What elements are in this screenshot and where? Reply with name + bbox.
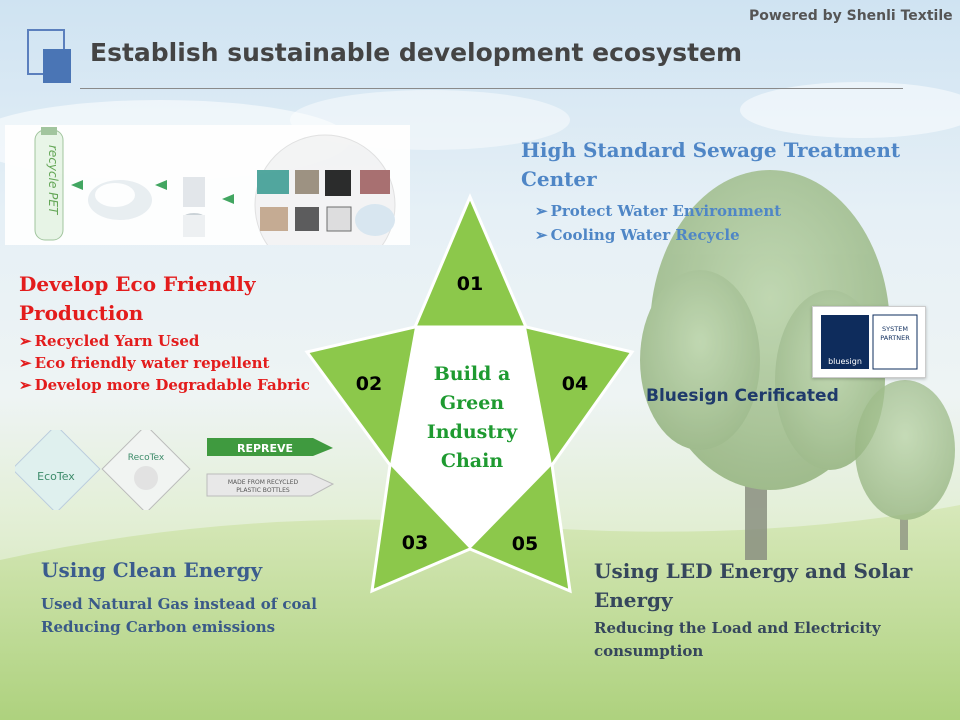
bottle2-line2: PLASTIC BOTTLES bbox=[236, 487, 290, 494]
tree-small bbox=[855, 380, 955, 550]
sewage-list: Protect Water Environment Cooling Water … bbox=[535, 199, 921, 247]
center-line-1: Build a bbox=[433, 363, 511, 385]
page-title: Establish sustainable development ecosys… bbox=[90, 38, 743, 67]
led-text: Reducing the Load and Electricity consum… bbox=[594, 617, 924, 663]
led-line1: Reducing the Load and Electricity bbox=[594, 619, 881, 637]
eco-heading-line2: Production bbox=[19, 301, 144, 325]
badge-line2: PARTNER bbox=[880, 334, 910, 342]
clean-energy-line1: Used Natural Gas instead of coal bbox=[41, 595, 317, 613]
center-line-4: Chain bbox=[440, 450, 504, 472]
led-heading-line1: Using LED Energy and Solar bbox=[594, 559, 913, 583]
recycle-process-image: recycle PET bbox=[5, 125, 410, 276]
ecotex-tag-text: EcoTex bbox=[37, 470, 75, 483]
title-decoration-fill bbox=[43, 49, 71, 83]
clean-energy-text: Used Natural Gas instead of coal Reducin… bbox=[41, 593, 341, 639]
star-center bbox=[390, 327, 552, 549]
sewage-item: Protect Water Environment bbox=[535, 199, 921, 223]
powered-by-label: Powered by Shenli Textile bbox=[749, 8, 953, 24]
star-point-01: 01 bbox=[457, 273, 483, 295]
center-line-2: Green bbox=[439, 392, 505, 414]
center-line-3: Industry bbox=[426, 421, 518, 443]
led-heading-line2: Energy bbox=[594, 588, 673, 612]
repreve-text: REPREVE bbox=[237, 442, 293, 455]
sewage-heading-line2: Center bbox=[521, 167, 597, 191]
clean-energy-section: Using Clean Energy Used Natural Gas inst… bbox=[41, 556, 341, 639]
recotex-tag-text: RecoTex bbox=[128, 453, 165, 463]
star-center-text: Build a Green Industry Chain bbox=[412, 360, 532, 476]
eco-tags-graphic: EcoTex RecoTex REPREVE MADE FROM RECYCLE… bbox=[11, 424, 335, 514]
bottle-label: recycle PET bbox=[46, 145, 60, 216]
sewage-heading-line1: High Standard Sewage Treatment bbox=[521, 138, 901, 162]
bluesign-logo-text: bluesign bbox=[828, 357, 862, 366]
eco-item: Develop more Degradable Fabric bbox=[19, 374, 339, 396]
eco-production-section: Develop Eco Friendly Production Recycled… bbox=[19, 270, 339, 396]
bluesign-label: Bluesign Cerificated bbox=[646, 386, 839, 406]
star-point-05: 05 bbox=[512, 533, 538, 555]
sewage-heading: High Standard Sewage Treatment Center bbox=[521, 136, 921, 194]
eco-tags-image: EcoTex RecoTex REPREVE MADE FROM RECYCLE… bbox=[11, 424, 345, 514]
bottle2-line1: MADE FROM RECYCLED bbox=[228, 479, 299, 486]
eco-item: Eco friendly water repellent bbox=[19, 352, 339, 374]
eco-heading-line1: Develop Eco Friendly bbox=[19, 272, 256, 296]
led-heading: Using LED Energy and Solar Energy bbox=[594, 557, 924, 615]
led-energy-section: Using LED Energy and Solar Energy Reduci… bbox=[594, 557, 924, 663]
title-divider bbox=[80, 88, 903, 89]
star-point-04: 04 bbox=[562, 373, 588, 395]
star-point-02: 02 bbox=[356, 373, 382, 395]
led-line2: consumption bbox=[594, 642, 704, 660]
bluesign-logo: bluesign SYSTEM PARTNER bbox=[812, 306, 926, 378]
eco-list: Recycled Yarn Used Eco friendly water re… bbox=[19, 330, 339, 396]
star-point-03: 03 bbox=[402, 532, 428, 554]
eco-heading: Develop Eco Friendly Production bbox=[19, 270, 339, 328]
clean-energy-heading: Using Clean Energy bbox=[41, 558, 263, 582]
eco-item: Recycled Yarn Used bbox=[19, 330, 339, 352]
badge-line1: SYSTEM bbox=[882, 325, 908, 333]
sewage-item: Cooling Water Recycle bbox=[535, 223, 921, 247]
bluesign-logo-graphic: bluesign SYSTEM PARTNER bbox=[821, 314, 918, 370]
sewage-section: High Standard Sewage Treatment Center Pr… bbox=[521, 136, 921, 247]
clean-energy-line2: Reducing Carbon emissions bbox=[41, 618, 276, 636]
